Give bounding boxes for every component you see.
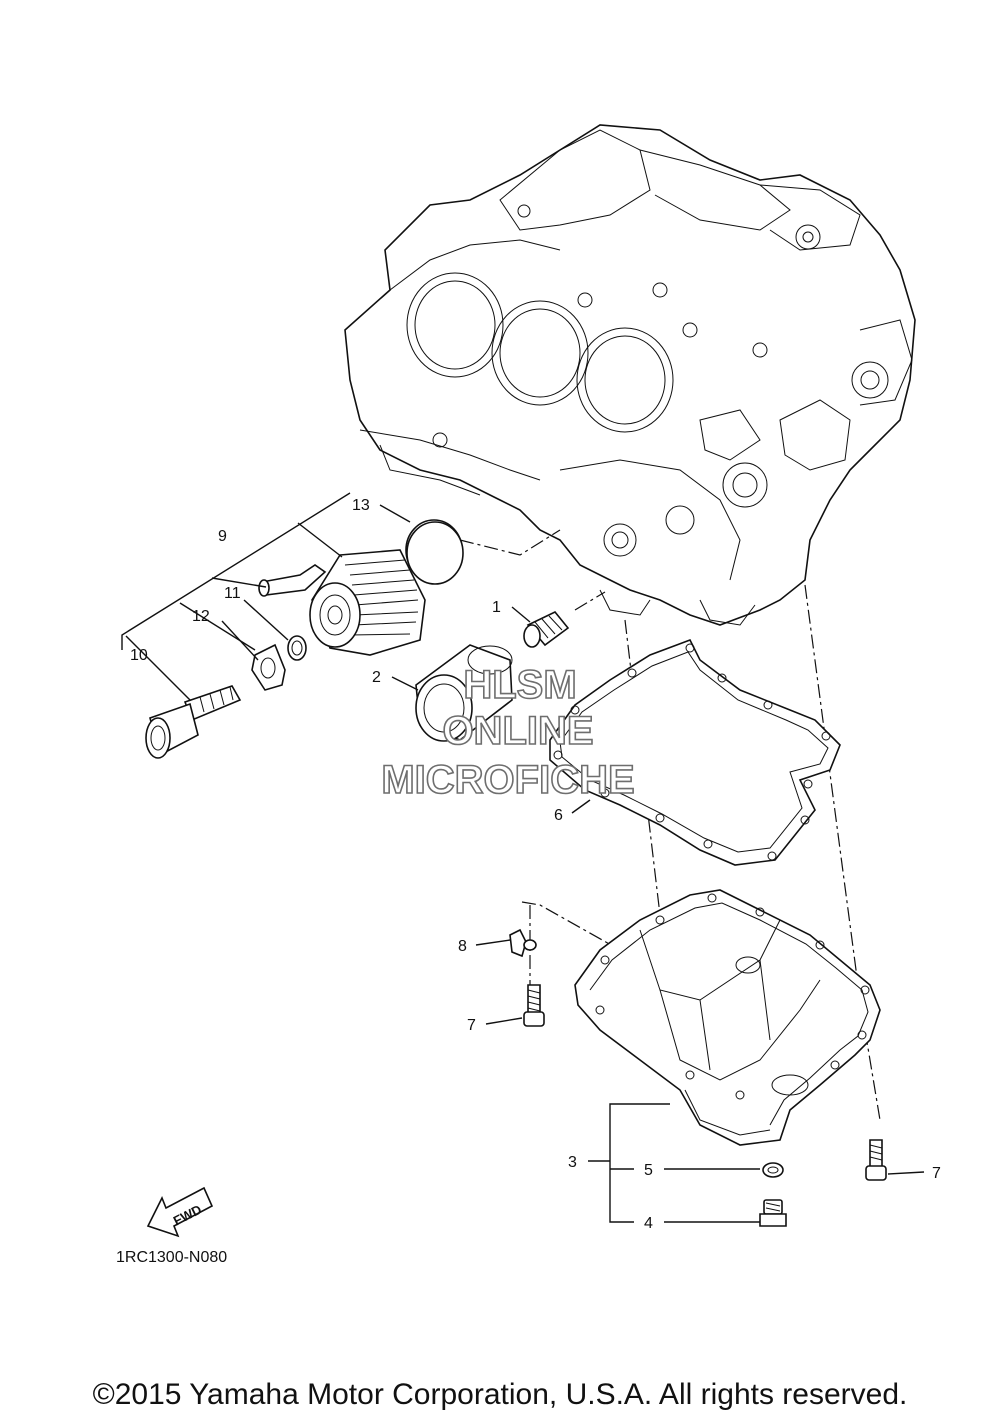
callout-6: 6 <box>554 807 563 824</box>
watermark-line2: ONLINE <box>442 709 593 753</box>
callout-11: 11 <box>224 585 241 602</box>
fwd-arrow: FWD <box>146 1186 214 1238</box>
callout-2: 2 <box>372 669 381 686</box>
gasket-illustration <box>549 638 841 866</box>
callout-1: 1 <box>492 599 501 616</box>
oil-pan-illustration <box>574 889 881 1146</box>
callout-8: 8 <box>458 938 467 955</box>
union-bolt-illustration <box>145 635 307 759</box>
copyright-notice: ©2015 Yamaha Motor Corporation, U.S.A. A… <box>92 1378 908 1411</box>
watermark: HLSM ONLINE MICROFICHE <box>381 662 636 803</box>
callout-4: 4 <box>644 1215 653 1232</box>
callout-10: 10 <box>130 647 148 664</box>
bolt-7-left-illustration <box>523 984 545 1027</box>
diagram-code: 1RC1300-N080 <box>116 1249 227 1266</box>
callout-leader-lines <box>121 492 925 1223</box>
crankcase-illustration <box>344 124 916 626</box>
o-ring-13-illustration <box>406 521 464 585</box>
gasket-5-illustration <box>762 1162 784 1178</box>
watermark-line3: MICROFICHE <box>381 758 634 802</box>
clip-8-illustration <box>509 928 537 958</box>
callout-5: 5 <box>644 1162 653 1179</box>
watermark-line1: HLSM <box>463 663 576 707</box>
callout-7-right: 7 <box>932 1165 941 1182</box>
oil-filter-illustration <box>415 644 513 742</box>
drain-bolt-4-illustration <box>759 1199 787 1227</box>
callout-9: 9 <box>218 528 227 545</box>
callout-7-left: 7 <box>467 1017 476 1034</box>
callout-12: 12 <box>192 608 210 625</box>
callout-13: 13 <box>352 497 370 514</box>
stud-illustration <box>523 611 570 648</box>
callout-3: 3 <box>568 1154 577 1171</box>
bolt-7-right-illustration <box>865 1139 887 1181</box>
callout-labels: 1 2 3 4 5 6 7 7 8 9 10 11 12 13 <box>130 497 941 1232</box>
gasket-bolt-holes <box>553 643 831 861</box>
